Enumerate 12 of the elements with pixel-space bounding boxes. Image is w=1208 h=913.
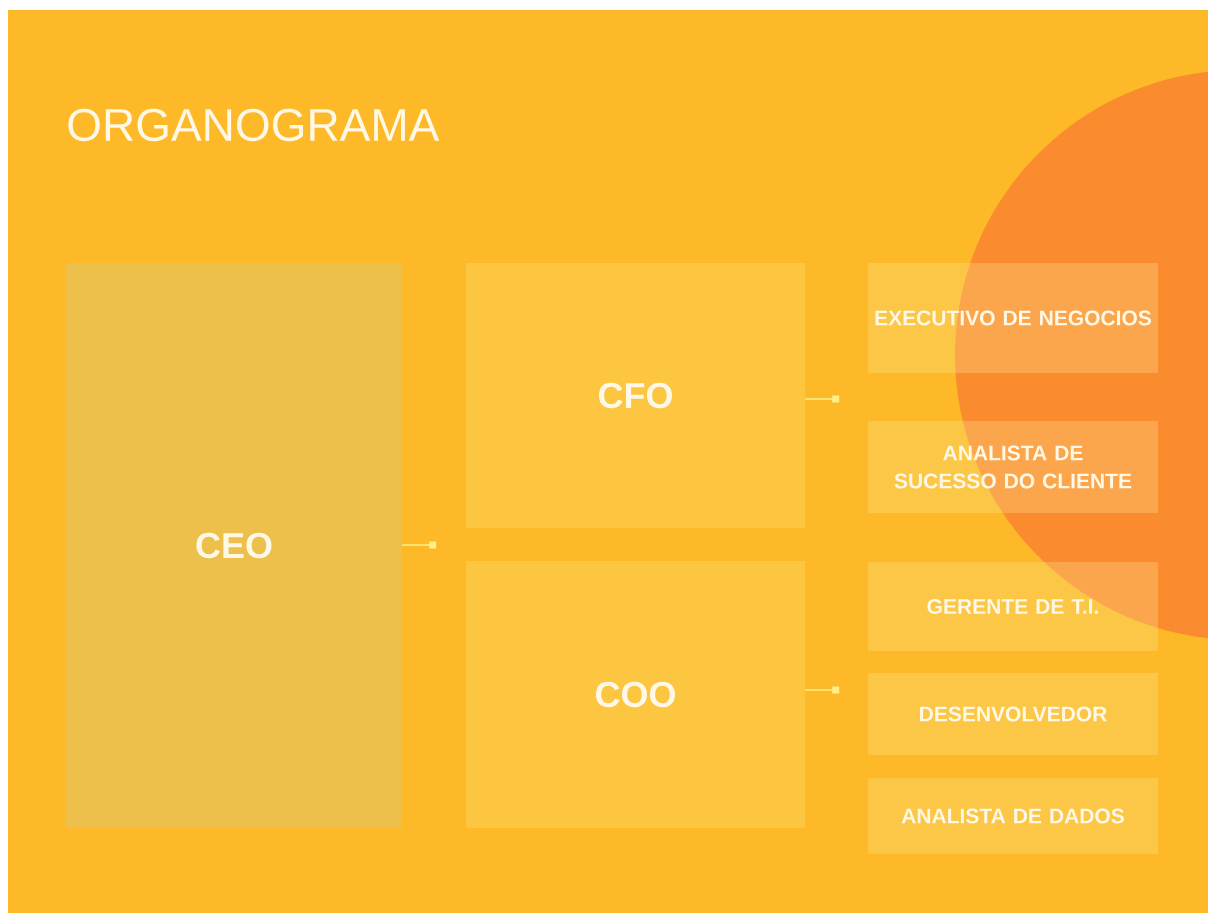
connector: [804, 686, 840, 694]
role-box: CFO: [466, 263, 805, 528]
connector: [804, 395, 840, 403]
role-box: DESENVOLVEDOR: [868, 673, 1158, 755]
role-box: ANALISTA DE SUCESSO DO CLIENTE: [868, 421, 1158, 513]
connector: [401, 541, 437, 549]
title: ORGANOGRAMA: [68, 108, 440, 142]
role-box: COO: [466, 561, 805, 828]
role-box: ANALISTA DE DADOS: [868, 778, 1158, 854]
role-box: EXECUTIVO DE NEGOCIOS: [868, 263, 1158, 373]
role-box: CEO: [66, 263, 402, 828]
role-box: GERENTE DE T.I.: [868, 562, 1158, 651]
